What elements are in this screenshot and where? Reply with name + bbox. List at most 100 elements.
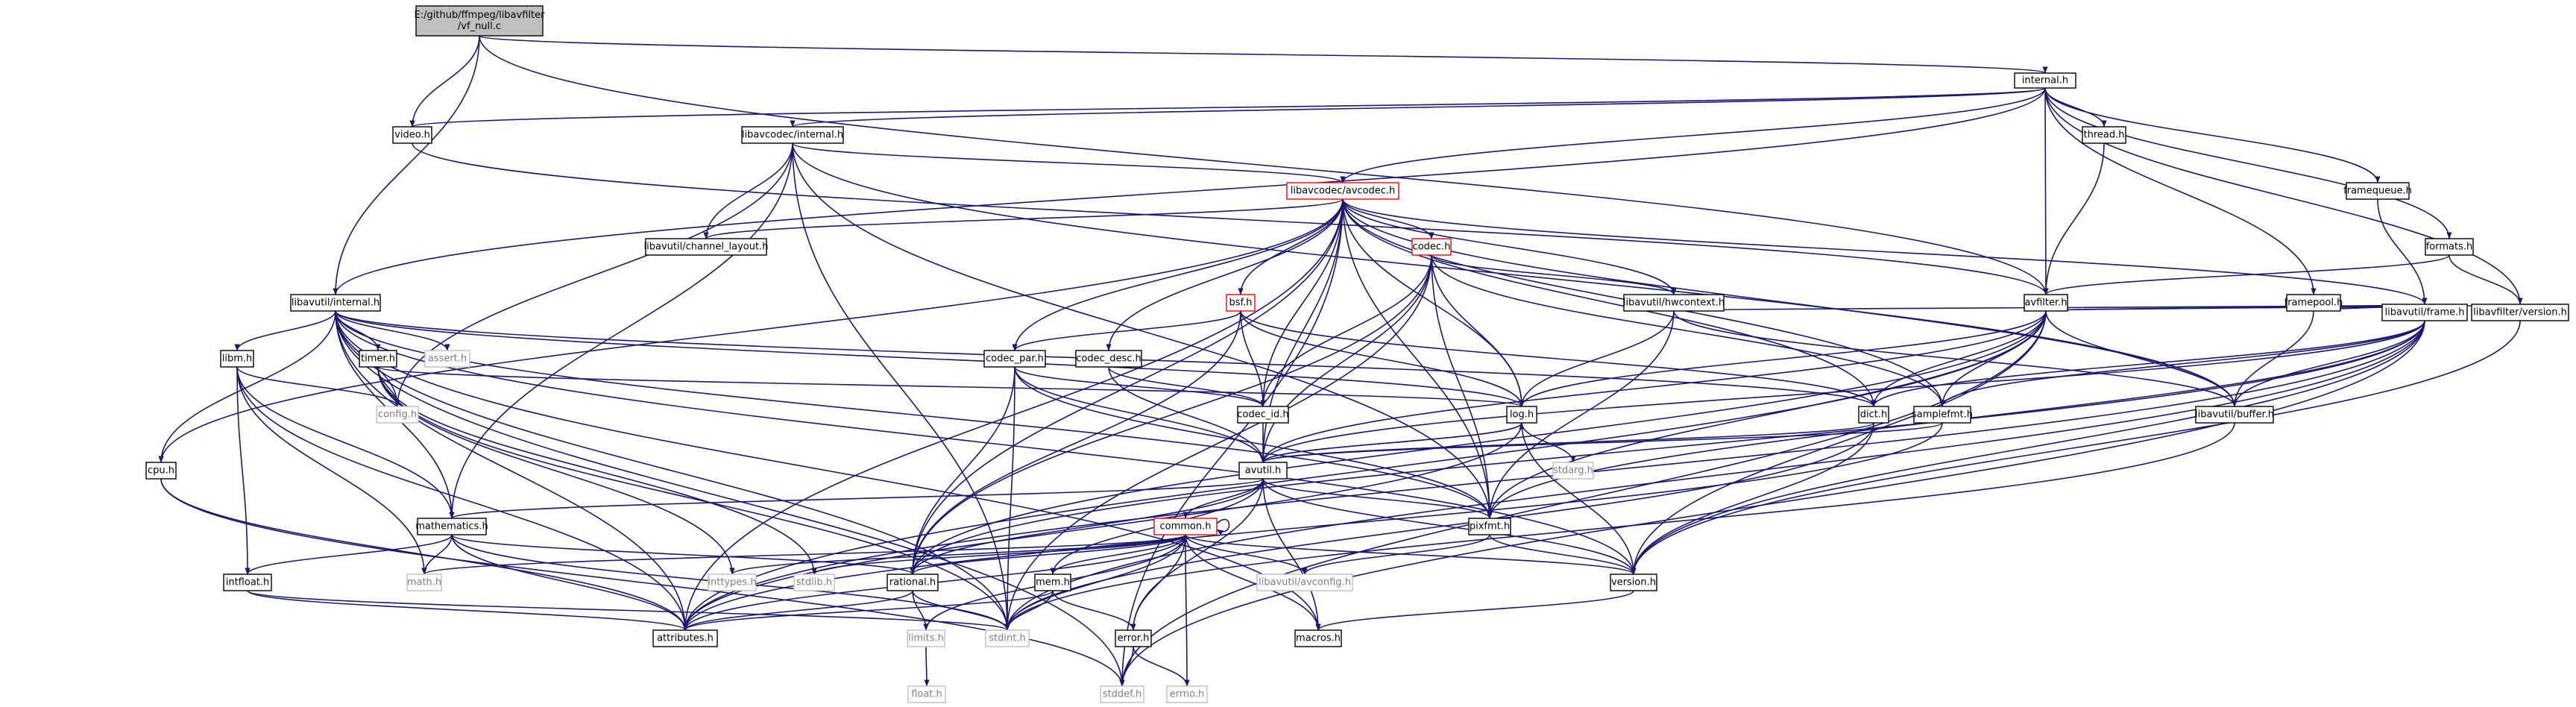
node-macros[interactable]: macros.h — [1294, 629, 1342, 647]
node-mem[interactable]: mem.h — [1034, 574, 1071, 591]
node-avcodec[interactable]: libavcodec/avcodec.h — [1286, 182, 1399, 200]
node-hwcontext[interactable]: libavutil/hwcontext.h — [1623, 294, 1725, 312]
node-avfilter[interactable]: avfilter.h — [2024, 294, 2068, 312]
node-box-frame — [2381, 304, 2468, 321]
node-label-timer: timer.h — [361, 354, 395, 365]
edge-hwcontext-to-buffer — [1673, 310, 2238, 407]
edge-mem-to-error — [1052, 590, 1136, 631]
node-avutil_internal[interactable]: libavutil/internal.h — [290, 294, 381, 312]
node-stdint: stdint.h — [985, 629, 1030, 647]
node-label-root: E:/github/ffmpeg/libavfilter — [415, 10, 546, 21]
node-box-macros — [1294, 629, 1342, 647]
node-version[interactable]: version.h — [1610, 574, 1657, 591]
node-label-avcodec_internal: libavcodec/internal.h — [742, 130, 843, 141]
node-box-mathematics — [417, 518, 487, 535]
node-framepool[interactable]: framepool.h — [2284, 294, 2343, 312]
node-box-stdarg — [1552, 462, 1594, 480]
node-label-avconfig: libavutil/avconfig.h — [1259, 577, 1351, 588]
edge-common-to-inttypes — [729, 534, 1186, 575]
node-formats[interactable]: formats.h — [2425, 238, 2474, 256]
edge-thread-to-avfilter — [2043, 142, 2105, 295]
edge-codec-to-stdint — [1004, 254, 1432, 631]
edge-avcodec-to-buffer — [1342, 198, 2238, 407]
node-box-avutil_internal — [290, 294, 381, 312]
node-label-codec_id: codec_id.h — [1237, 409, 1288, 421]
edge-intfloat-to-attributes — [247, 590, 688, 631]
node-avcodec_internal[interactable]: libavcodec/internal.h — [741, 126, 844, 144]
node-mathematics[interactable]: mathematics.h — [415, 518, 488, 535]
node-buffer[interactable]: libavutil/buffer.h — [2195, 406, 2274, 424]
node-codec_par[interactable]: codec_par.h — [983, 350, 1046, 368]
node-label-rational: rational.h — [889, 577, 936, 588]
edge-avcodec-to-frame — [1342, 198, 2428, 305]
edge-root-to-avfilter — [479, 35, 2049, 295]
edge-mathematics-to-rational — [451, 534, 916, 575]
node-log[interactable]: log.h — [1506, 406, 1537, 424]
edge-avutil_internal-to-attributes — [335, 310, 688, 631]
edge-common-to-stdint — [1004, 534, 1186, 631]
node-codec_id[interactable]: codec_id.h — [1237, 406, 1289, 424]
edge-avcodec-to-pixfmt — [1342, 198, 1493, 519]
node-timer[interactable]: timer.h — [359, 350, 397, 368]
node-channel_layout[interactable]: libavutil/channel_layout.h — [644, 238, 769, 256]
node-label-config: config.h — [378, 409, 417, 421]
node-box-avcodec_internal — [741, 126, 844, 144]
node-box-intfloat — [223, 574, 272, 591]
edge-avcodec-to-cpu — [158, 198, 1344, 463]
node-avconfig: libavutil/avconfig.h — [1256, 574, 1353, 591]
node-box-formats — [2425, 238, 2474, 256]
edge-common-to-math — [421, 534, 1186, 575]
edge-libm-to-mathematics — [236, 366, 455, 519]
edge-avutil-to-log — [1262, 422, 1525, 463]
node-label-framequeue: framequeue.h — [2343, 186, 2412, 197]
node-root[interactable]: E:/github/ffmpeg/libavfilter/vf_null.c — [415, 5, 546, 37]
edge-internal-to-formats — [2044, 87, 2452, 239]
node-box-thread — [2082, 126, 2126, 144]
node-box-codec — [1411, 238, 1452, 256]
edge-codec-to-samplefmt — [1431, 254, 1945, 407]
node-label-avutil: avutil.h — [1245, 465, 1282, 477]
node-box-buffer — [2195, 406, 2274, 424]
node-label-framepool: framepool.h — [2284, 298, 2343, 309]
node-box-common — [1153, 518, 1218, 535]
edge-avcodec-to-dict — [1342, 198, 1877, 407]
edge-frame-to-version — [1631, 320, 2425, 575]
node-libm[interactable]: libm.h — [220, 350, 254, 368]
edge-dict-to-version — [1631, 422, 1874, 575]
edge-common-to-error — [1130, 534, 1186, 631]
node-thread[interactable]: thread.h — [2082, 126, 2126, 144]
node-label-codec_desc: codec_desc.h — [1076, 354, 1141, 365]
node-pixfmt[interactable]: pixfmt.h — [1468, 518, 1511, 535]
node-attributes[interactable]: attributes.h — [652, 629, 718, 647]
node-rational[interactable]: rational.h — [887, 574, 939, 591]
edge-avutil_internal-to-pixfmt — [335, 310, 1493, 519]
node-samplefmt[interactable]: samplefmt.h — [1912, 406, 1973, 424]
node-framequeue[interactable]: framequeue.h — [2343, 182, 2412, 200]
edge-avcodec-to-hwcontext — [1342, 198, 1677, 295]
node-intfloat[interactable]: intfloat.h — [223, 574, 272, 591]
node-bsf[interactable]: bsf.h — [1226, 294, 1256, 312]
node-dict[interactable]: dict.h — [1858, 406, 1889, 424]
edge-avutil-to-common — [1182, 478, 1264, 519]
node-error[interactable]: error.h — [1115, 629, 1152, 647]
edge-common-to-version — [1185, 534, 1637, 575]
edge-avcodec-to-channel_layout — [703, 198, 1344, 239]
edge-frame-to-dict — [1871, 320, 2425, 407]
node-codec_desc[interactable]: codec_desc.h — [1075, 350, 1142, 368]
edge-codec-to-avutil — [1260, 254, 1432, 463]
node-label-libm: libm.h — [222, 354, 253, 365]
edge-avcodec_internal-to-channel_layout — [703, 142, 793, 239]
node-codec[interactable]: codec.h — [1411, 238, 1452, 256]
node-frame[interactable]: libavutil/frame.h — [2381, 304, 2468, 321]
node-common[interactable]: common.h — [1153, 518, 1218, 535]
node-assert: assert.h — [424, 350, 470, 368]
edge-mem-to-attributes — [682, 590, 1054, 631]
node-avutil[interactable]: avutil.h — [1238, 462, 1288, 480]
node-cpu[interactable]: cpu.h — [145, 462, 177, 480]
node-video[interactable]: video.h — [392, 126, 432, 144]
edge-avutil-to-version — [1262, 478, 1637, 575]
node-libavfilter_version[interactable]: libavfilter/version.h — [2471, 304, 2569, 321]
edge-frame-to-rational — [910, 320, 2425, 575]
node-label-channel_layout: libavutil/channel_layout.h — [644, 242, 769, 253]
node-internal[interactable]: internal.h — [2014, 72, 2076, 89]
